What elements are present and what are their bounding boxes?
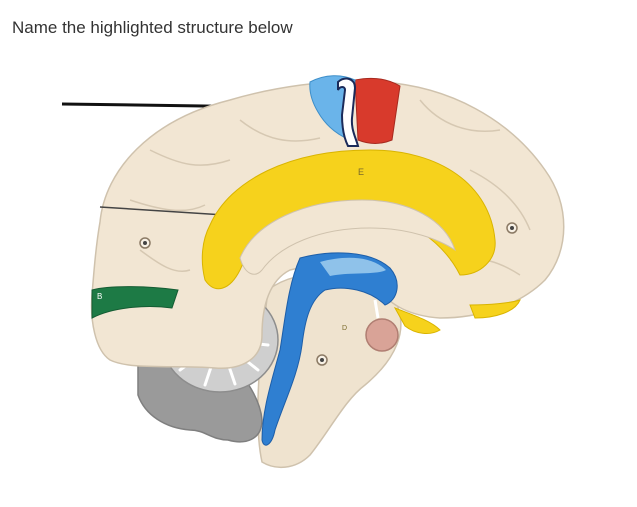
ventricle-light — [320, 257, 386, 276]
model-label-d: D — [342, 325, 347, 332]
ventricle — [261, 252, 398, 446]
red-region — [354, 77, 401, 144]
pin-marker-3-dot — [320, 358, 324, 362]
pin-marker-1-dot — [143, 241, 147, 245]
highlighted-structure — [337, 77, 360, 147]
green-region — [91, 286, 179, 319]
pituitary-stalk — [373, 299, 380, 319]
yellow-lower — [393, 307, 441, 334]
question-prompt: Name the highlighted structure below — [12, 18, 293, 37]
yellow-lower-right — [469, 299, 521, 319]
pituitary — [365, 318, 399, 352]
model-label-b: B — [97, 292, 102, 301]
corpus-callosum — [239, 199, 456, 275]
model-label-e: E — [358, 167, 364, 177]
yellow-band — [201, 149, 496, 290]
pin-marker-2-dot — [510, 226, 514, 230]
